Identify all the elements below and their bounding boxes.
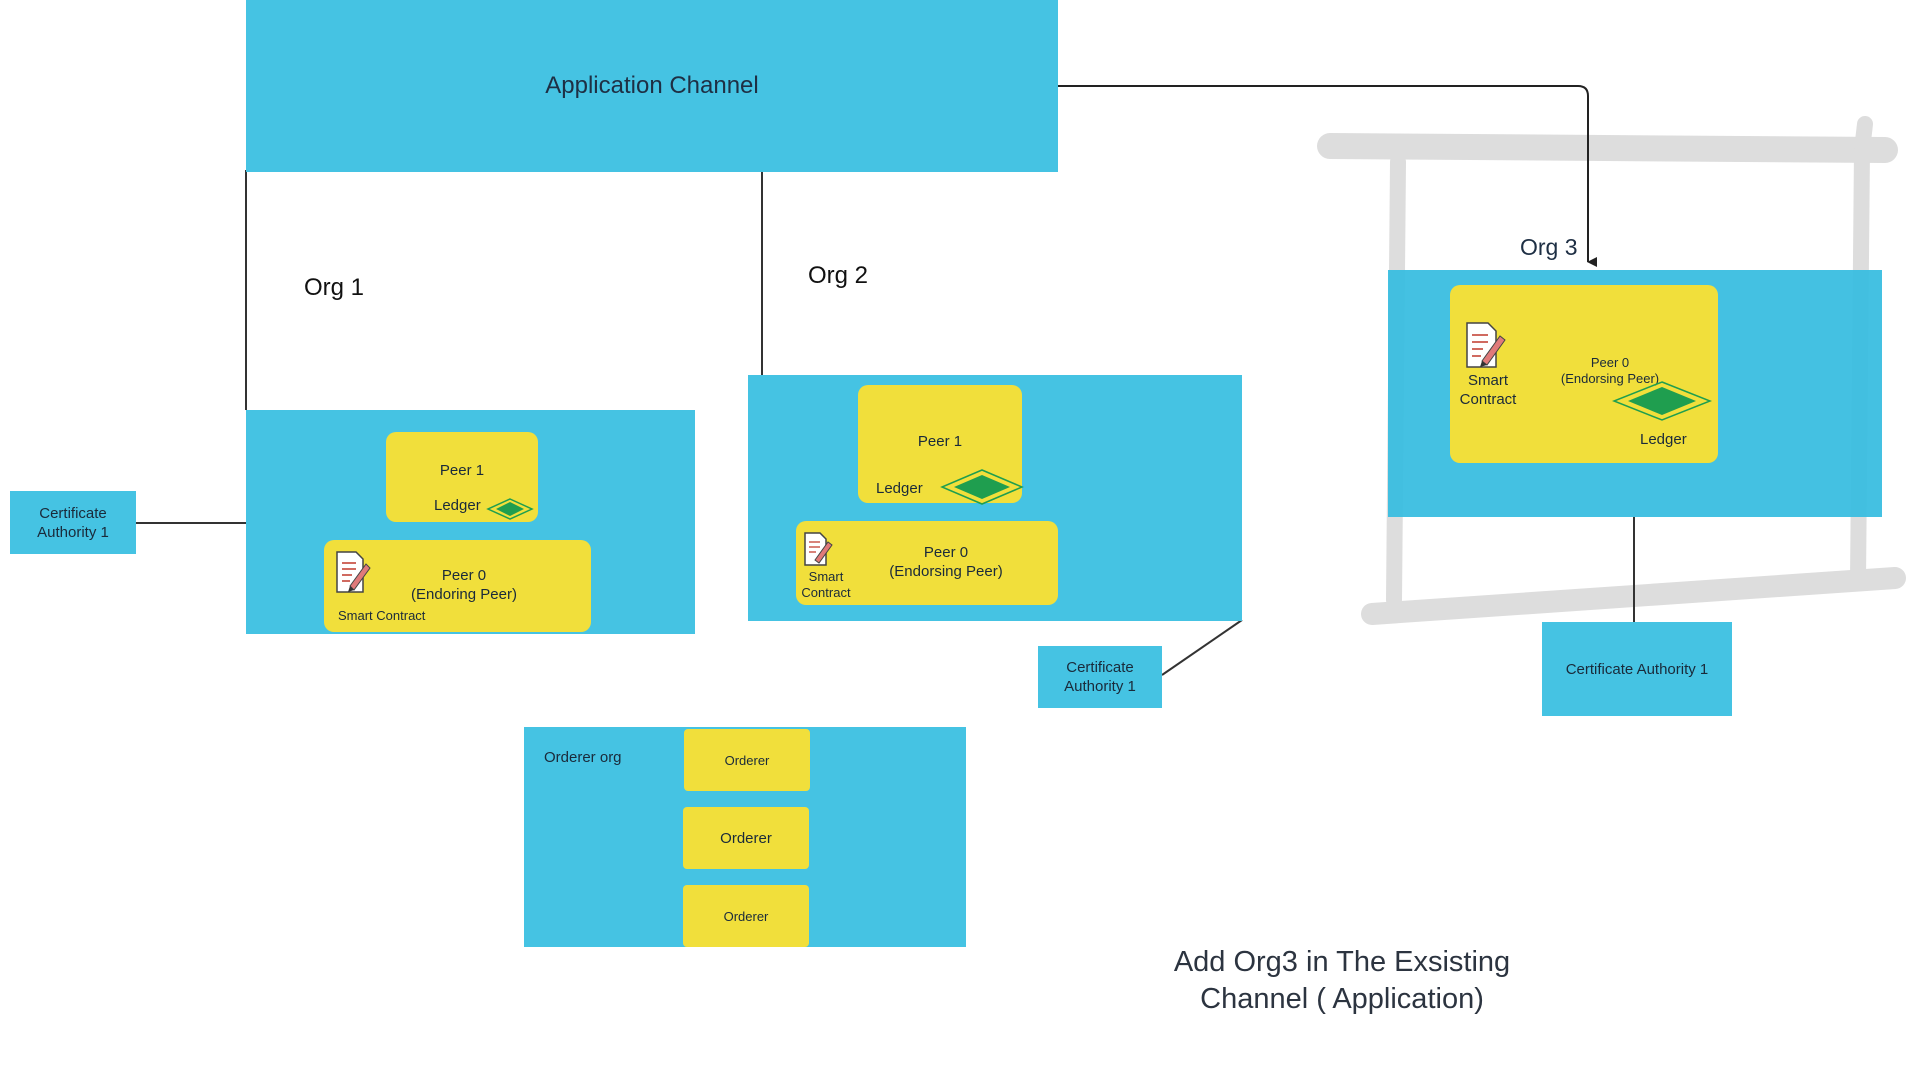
org1-peer0: Peer 0 (Endoring Peer) Smart Contract (324, 540, 591, 632)
org3-box: Smart Contract Peer 0 (Endorsing Peer) L… (1388, 270, 1882, 517)
orderer-org-box: Orderer org Orderer Orderer Orderer (524, 727, 966, 947)
org1-label: Org 1 (304, 274, 365, 301)
org2-peer0-label: Peer 0 (Endorsing Peer) (889, 544, 1003, 580)
ledger-icon (1612, 381, 1712, 421)
org1-box: Peer 1 Ledger Peer 0 (Endoring Peer) Sma… (246, 410, 695, 634)
org2-peer0: Peer 0 (Endorsing Peer) Smart Contract (796, 521, 1058, 605)
org2-peer1-label: Peer 1 (917, 433, 963, 450)
org1-peer1-label: Peer 1 (439, 462, 485, 479)
org3-label: Org 3 (1520, 234, 1578, 260)
org1-peer1-ledger-label: Ledger (434, 497, 481, 514)
org2-box: Peer 1 Ledger Peer 0 (Endorsing Peer) Sm… (748, 375, 1242, 621)
org3-peer0-label: Peer 0 (Endorsing Peer) (1560, 355, 1660, 386)
ledger-icon (940, 469, 1024, 505)
application-channel-label: Application Channel (545, 72, 759, 99)
org3-smart-contract-label: Smart Contract (1459, 372, 1517, 408)
org2-peer1: Peer 1 Ledger (858, 385, 1024, 505)
org1-peer1: Peer 1 Ledger (386, 432, 538, 522)
orderer-node: Orderer (684, 729, 810, 791)
org3-peer0: Smart Contract Peer 0 (Endorsing Peer) L… (1450, 285, 1718, 463)
org2-label: Org 2 (808, 262, 869, 289)
org3-certificate-authority: Certificate Authority 1 (1542, 622, 1732, 716)
orderer-org-label: Orderer org (544, 749, 622, 766)
org1-peer0-label: Peer 0 (Endoring Peer) (411, 567, 517, 603)
orderer-node: Orderer (683, 807, 809, 869)
orderer-node: Orderer (683, 885, 809, 947)
ledger-icon (486, 498, 534, 520)
org2-certificate-authority: Certificate Authority 1 (1038, 646, 1162, 708)
org2-peer1-ledger-label: Ledger (876, 480, 923, 497)
org1-certificate-authority: Certificate Authority 1 (10, 491, 136, 554)
org1-smart-contract-label: Smart Contract (338, 608, 426, 623)
application-channel: Application Channel (246, 0, 1058, 172)
diagram-caption: Add Org3 in The Exsisting Channel ( Appl… (1173, 946, 1511, 1015)
org2-smart-contract-label: Smart Contract (801, 569, 851, 600)
smart-contract-icon (804, 532, 833, 566)
smart-contract-icon (336, 551, 371, 593)
smart-contract-icon (1466, 322, 1506, 368)
org3-ledger-label: Ledger (1640, 431, 1687, 448)
